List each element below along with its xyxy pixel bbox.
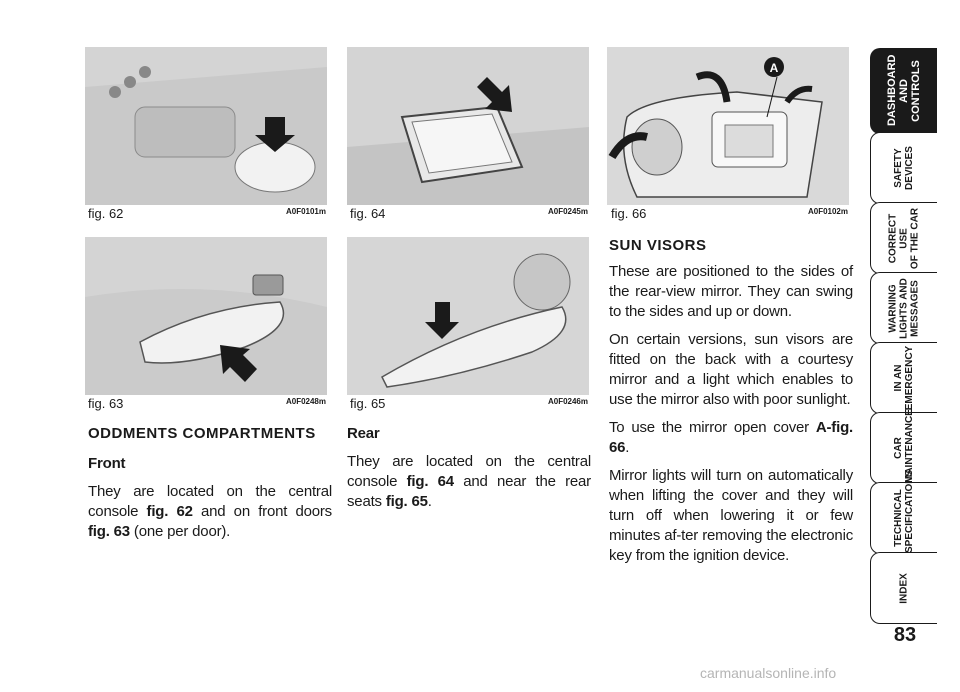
tab-label: WARNING LIGHTS AND MESSAGES: [887, 277, 921, 339]
figure-64-caption: fig. 64: [350, 206, 386, 221]
ref-fig-63: fig. 63: [88, 523, 130, 540]
text-run: and on front doors: [192, 503, 332, 520]
figure-63-caption: fig. 63: [88, 396, 124, 411]
figure-66-caption: fig. 66: [611, 206, 647, 221]
paragraph-sun-visors-4: Mirror lights will turn on automatically…: [609, 467, 853, 564]
text-run: They are located on the central console: [347, 453, 591, 490]
figure-65-caption: fig. 65: [350, 396, 386, 411]
heading-sun-visors: SUN VISORS: [609, 237, 707, 254]
tab-dashboard-and-controls[interactable]: DASHBOARD AND CONTROLS: [870, 48, 937, 134]
figure-63-image: [85, 237, 327, 395]
tab-car-maintenance[interactable]: CAR MAINTENANCE: [870, 409, 937, 484]
subheading-rear: Rear: [347, 425, 380, 442]
watermark: carmanualsonline.info: [700, 665, 837, 681]
subheading-front: Front: [88, 455, 126, 472]
figure-65-image: [347, 237, 589, 395]
tab-label: INDEX: [898, 572, 910, 604]
figure-63-code: A0F0248m: [285, 397, 326, 406]
figure-64-code: A0F0245m: [547, 207, 588, 216]
column-rear-compartments: Rear They are located on the central con…: [347, 424, 591, 520]
figure-64-image: [347, 47, 589, 205]
text-run: and near the rear seats: [347, 473, 591, 510]
heading-oddments-compartments: ODDMENTS COMPARTMENTS: [88, 425, 316, 442]
tab-label: TECHNICAL SPECIFICATIONS: [893, 469, 915, 553]
ref-fig-62: fig. 62: [146, 503, 193, 520]
tab-technical-specifications[interactable]: TECHNICAL SPECIFICATIONS: [870, 469, 937, 554]
section-index-tabs: DASHBOARD AND CONTROLS SAFETY DEVICES CO…: [870, 18, 940, 678]
page-number: 83: [893, 624, 917, 646]
tab-label: SAFETY DEVICES: [893, 146, 915, 190]
figure-62-caption: fig. 62: [88, 206, 124, 221]
figure-62-image: [85, 47, 327, 205]
figure-66-image: A: [607, 47, 849, 205]
tab-label: IN AN EMERGENCY: [893, 345, 915, 411]
paragraph-sun-visors-1: These are positioned to the sides of the…: [609, 263, 853, 320]
paragraph-sun-visors-2: On certain versions, sun visors are fitt…: [609, 331, 853, 408]
figure-62-code: A0F0101m: [285, 207, 326, 216]
column-front-compartments: ODDMENTS COMPARTMENTS Front They are loc…: [88, 424, 332, 550]
tab-correct-use-of-the-car[interactable]: CORRECT USE OF THE CAR: [870, 202, 937, 274]
paragraph-rear: They are located on the central console …: [347, 452, 591, 512]
tab-safety-devices[interactable]: SAFETY DEVICES: [870, 132, 937, 204]
tab-label: CORRECT USE OF THE CAR: [887, 207, 921, 269]
text-run: (one per door).: [129, 523, 231, 540]
ref-a-fig-66: A-fig. 66: [609, 419, 853, 456]
column-sun-visors: SUN VISORS These are positioned to the s…: [609, 236, 853, 574]
tab-index[interactable]: INDEX: [870, 552, 937, 624]
tab-label: DASHBOARD AND CONTROLS: [886, 54, 922, 127]
tab-in-an-emergency[interactable]: IN AN EMERGENCY: [870, 342, 937, 414]
figure-66-code: A0F0102m: [807, 207, 848, 216]
tab-warning-lights-and-messages[interactable]: WARNING LIGHTS AND MESSAGES: [870, 272, 937, 344]
figure-65-code: A0F0246m: [547, 397, 588, 406]
figure-66-callout-a: A: [770, 61, 779, 75]
paragraph-sun-visors-3: To use the mirror open cover A-fig. 66.: [609, 418, 853, 458]
text-run: They are located on the central console: [88, 483, 332, 520]
text-run: .: [625, 439, 630, 456]
ref-fig-65: fig. 65: [385, 493, 428, 510]
text-run: .: [427, 493, 432, 510]
text-run: To use the mirror open cover: [609, 419, 816, 436]
paragraph-front: They are located on the central console …: [88, 482, 332, 542]
ref-fig-64: fig. 64: [406, 473, 454, 490]
